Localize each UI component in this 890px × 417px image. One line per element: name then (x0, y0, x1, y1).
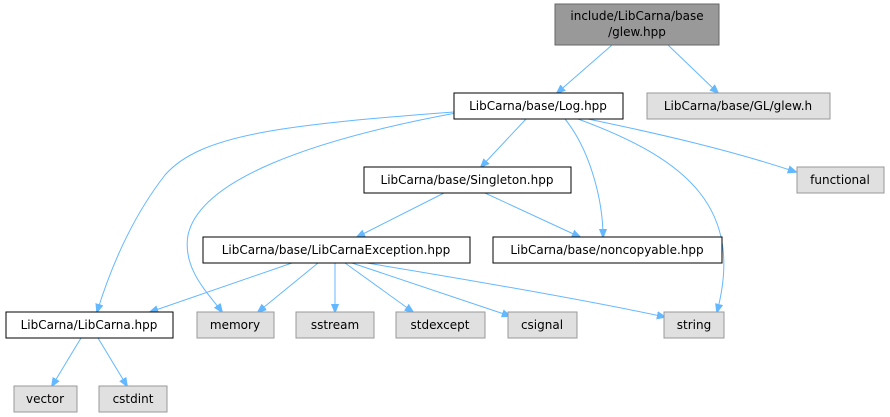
node-sstream-label: sstream (311, 318, 359, 332)
node-stdexcept[interactable]: stdexcept (395, 311, 486, 339)
node-sstream[interactable]: sstream (295, 311, 375, 339)
node-cstdint[interactable]: cstdint (98, 385, 168, 413)
edge-exception-to-libcarna (150, 262, 293, 312)
edge-log-to-libcarna (97, 111, 455, 312)
node-memory-box (196, 311, 275, 339)
node-root-box (554, 3, 720, 46)
node-log-box (453, 92, 624, 120)
edge-root-to-log (557, 44, 613, 93)
node-stdexcept-box (395, 311, 486, 339)
edge-log-to-string (577, 118, 725, 312)
node-noncopyable[interactable]: LibCarna/base/noncopyable.hpp (492, 236, 723, 264)
node-exception[interactable]: LibCarna/base/LibCarnaException.hpp (202, 236, 471, 264)
edge-libcarna-to-vector (52, 337, 82, 386)
node-string-box (663, 311, 725, 339)
edge-singleton-to-exception (357, 192, 445, 237)
node-csignal-box (507, 311, 578, 339)
edge-libcarna-to-cstdint (97, 337, 127, 386)
node-exception-box (202, 236, 471, 264)
node-sstream-box (295, 311, 375, 339)
node-memory[interactable]: memory (196, 311, 275, 339)
node-root-label-line1: include/LibCarna/base (570, 9, 703, 23)
node-singleton[interactable]: LibCarna/base/Singleton.hpp (363, 166, 572, 194)
edge-root-to-glew-h (667, 44, 718, 93)
node-string-label: string (677, 318, 711, 332)
node-string[interactable]: string (663, 311, 725, 339)
edge-exception-to-stdexcept (344, 262, 413, 312)
node-glew-h[interactable]: LibCarna/base/GL/glew.h (646, 92, 831, 120)
edge-log-to-singleton (481, 118, 527, 167)
edges (52, 44, 796, 386)
node-csignal[interactable]: csignal (507, 311, 578, 339)
node-log-label: LibCarna/base/Log.hpp (469, 99, 607, 113)
node-glew-h-box (646, 92, 831, 120)
node-functional-box (796, 166, 885, 194)
node-cstdint-label: cstdint (113, 392, 154, 406)
node-memory-label: memory (210, 318, 260, 332)
edge-exception-to-csignal (351, 262, 510, 316)
edge-singleton-to-noncopyable (484, 192, 580, 237)
node-root-label-line2: /glew.hpp (608, 25, 666, 39)
node-log[interactable]: LibCarna/base/Log.hpp (453, 92, 624, 120)
edge-log-to-functional (587, 118, 796, 172)
edge-exception-to-string (366, 262, 665, 317)
node-vector-label: vector (26, 392, 64, 406)
node-libcarna-box (5, 311, 174, 339)
node-singleton-label: LibCarna/base/Singleton.hpp (381, 173, 554, 187)
node-root[interactable]: include/LibCarna/base /glew.hpp (554, 3, 720, 46)
node-exception-label: LibCarna/base/LibCarnaException.hpp (222, 243, 451, 257)
node-noncopyable-label: LibCarna/base/noncopyable.hpp (510, 243, 703, 257)
node-singleton-box (363, 166, 572, 194)
node-cstdint-box (98, 385, 168, 413)
node-libcarna[interactable]: LibCarna/LibCarna.hpp (5, 311, 174, 339)
node-stdexcept-label: stdexcept (411, 318, 470, 332)
node-functional[interactable]: functional (796, 166, 885, 194)
edge-exception-to-memory (258, 262, 319, 312)
node-vector-box (13, 385, 78, 413)
edge-log-to-noncopyable (564, 118, 603, 237)
node-vector[interactable]: vector (13, 385, 78, 413)
node-libcarna-label: LibCarna/LibCarna.hpp (21, 318, 158, 332)
node-glew-h-label: LibCarna/base/GL/glew.h (664, 99, 812, 113)
node-noncopyable-box (492, 236, 723, 264)
node-functional-label: functional (810, 173, 870, 187)
edge-log-to-memory (186, 112, 457, 312)
node-csignal-label: csignal (521, 318, 563, 332)
